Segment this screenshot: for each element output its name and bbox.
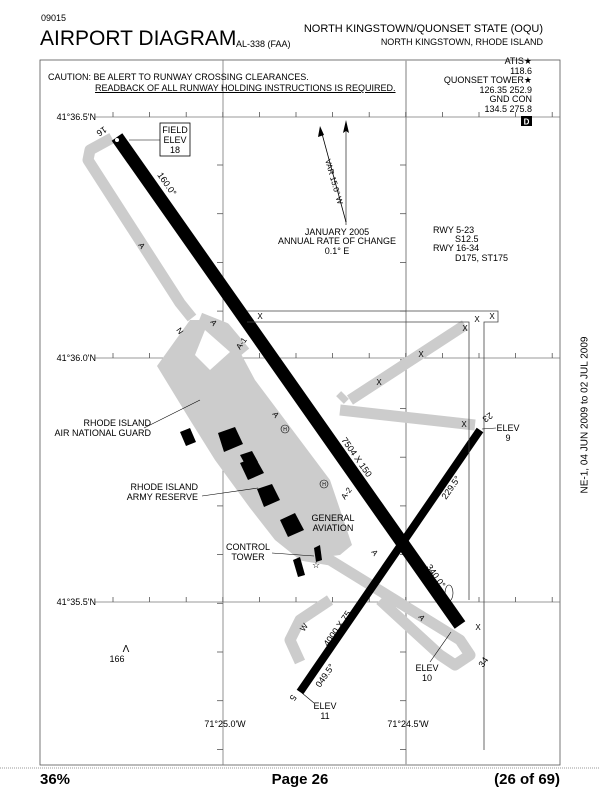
north-arrow-icon xyxy=(343,120,349,133)
procedure-id: AL-338 (FAA) xyxy=(236,39,291,49)
field-elev-point xyxy=(115,138,119,142)
elev-34-value: 10 xyxy=(422,673,432,683)
frequency-block: ATIS★ 118.6 QUONSET TOWER★ 126.35 252.9 … xyxy=(443,56,533,114)
svg-text:H: H xyxy=(283,427,287,433)
runway-5-23 xyxy=(296,427,484,695)
caution-line1: CAUTION: BE ALERT TO RUNWAY CROSSING CLE… xyxy=(48,72,309,82)
svg-text:A-2: A-2 xyxy=(339,485,354,501)
atis-frequency: 118.6 xyxy=(510,65,532,76)
svg-text:A: A xyxy=(416,613,427,623)
ground-label: GND CON xyxy=(489,94,533,104)
grid-ticks xyxy=(112,112,553,750)
obstacle-icon: Λ xyxy=(123,644,130,655)
annual-change-value: 0.1° E xyxy=(325,246,350,256)
svg-text:A: A xyxy=(270,410,281,420)
runway-34-label: 34 xyxy=(476,655,490,669)
hold-marks: X X X X X X X X xyxy=(257,312,495,632)
rwy-5-23-label: RWY 5-23 xyxy=(433,225,474,235)
chart-id: 09015 xyxy=(41,13,67,23)
taxiway-labels: A A N A-1 A A-2 A A W xyxy=(136,241,427,633)
svg-text:X: X xyxy=(376,378,382,387)
runway-16-label: 16 xyxy=(95,124,109,138)
buildings xyxy=(180,427,322,577)
lat-label: 41°35.5'N xyxy=(57,597,96,607)
ground-frequency: 134.5 275.8 xyxy=(484,103,532,114)
elev-5-label: ELEV xyxy=(313,701,336,711)
national-guard-label: AIR NATIONAL GUARD xyxy=(54,428,151,438)
svg-text:X: X xyxy=(489,312,495,321)
svg-text:H: H xyxy=(322,482,326,488)
lon-label: 71°24.5'W xyxy=(387,719,429,729)
svg-text:N: N xyxy=(174,326,185,336)
army-reserve-label: RHODE ISLAND xyxy=(130,482,198,492)
elev-23-label: ELEV xyxy=(496,423,519,433)
national-guard-label: RHODE ISLAND xyxy=(83,418,151,428)
lat-label: 41°36.5'N xyxy=(57,112,96,122)
apron-island xyxy=(195,330,230,370)
general-aviation-label: GENERAL xyxy=(311,513,354,523)
taxiways xyxy=(82,133,476,671)
tower-label: QUONSET TOWER★ xyxy=(443,75,532,85)
svg-text:X: X xyxy=(418,350,424,359)
svg-text:X: X xyxy=(474,315,480,324)
lat-label: 41°36.0'N xyxy=(57,353,96,363)
rwy-5-23-strength: S12.5 xyxy=(455,234,479,244)
rwy-16-34-strength: D175, ST175 xyxy=(455,253,508,263)
d-symbol-box xyxy=(521,116,532,126)
apron xyxy=(157,320,352,560)
annual-change-date: JANUARY 2005 xyxy=(305,227,369,237)
obstacle-height: 166 xyxy=(109,654,124,664)
magnetic-variation: VAR 15.0° W xyxy=(323,158,345,206)
elev-34-label: ELEV xyxy=(415,663,438,673)
field-elev-label: ELEV xyxy=(163,135,186,145)
tower-frequency: 126.35 252.9 xyxy=(479,84,532,95)
general-aviation-label: AVIATION xyxy=(313,523,354,533)
runway-5-label: 5 xyxy=(287,693,298,703)
field-elev-label: FIELD xyxy=(162,125,188,135)
elev-23-value: 9 xyxy=(505,433,510,443)
d-symbol: D xyxy=(524,118,530,127)
page-indicator: Page 26 xyxy=(271,771,329,788)
diagram-frame xyxy=(39,59,561,766)
atis-label: ATIS★ xyxy=(504,56,532,66)
lon-label: 71°25.0'W xyxy=(204,719,246,729)
control-tower-label: TOWER xyxy=(231,552,265,562)
field-elev-box xyxy=(159,122,191,157)
page-title: AIRPORT DIAGRAM xyxy=(40,27,237,50)
caution-line2: READBACK OF ALL RUNWAY HOLDING INSTRUCTI… xyxy=(95,83,396,93)
svg-text:X: X xyxy=(257,312,263,321)
svg-text:A: A xyxy=(136,241,147,251)
rwy-16-34-label: RWY 16-34 xyxy=(433,243,479,253)
svg-text:A: A xyxy=(208,318,219,328)
annual-change-label: ANNUAL RATE OF CHANGE xyxy=(278,236,396,246)
tower-star-icon: ☆ xyxy=(312,560,320,570)
magnetic-arrow-icon xyxy=(318,126,324,137)
magnetic-north-line xyxy=(320,129,347,223)
field-elev-value: 18 xyxy=(170,145,180,155)
helipad-icons: H H xyxy=(280,424,329,489)
hold-lines xyxy=(247,310,499,750)
airport-location: NORTH KINGSTOWN, RHODE ISLAND xyxy=(380,37,543,47)
army-reserve-label: ARMY RESERVE xyxy=(127,492,198,502)
page-count: (26 of 69) xyxy=(494,771,560,788)
svg-text:X: X xyxy=(475,623,481,632)
zoom-level[interactable]: 36% xyxy=(40,771,71,788)
airport-name: NORTH KINGSTOWN/QUONSET STATE (OQU) xyxy=(303,23,543,35)
svg-text:X: X xyxy=(462,324,468,333)
svg-text:X: X xyxy=(461,420,467,429)
elev-5-value: 11 xyxy=(320,711,329,721)
svg-text:A: A xyxy=(369,548,380,558)
runway-23-label: 23 xyxy=(481,410,495,424)
control-tower-label: CONTROL xyxy=(226,542,270,552)
svg-text:W: W xyxy=(298,621,310,633)
effective-dates: NE-1, 04 JUN 2009 to 02 JUL 2009 xyxy=(579,336,591,494)
windsock-icon xyxy=(444,584,454,602)
